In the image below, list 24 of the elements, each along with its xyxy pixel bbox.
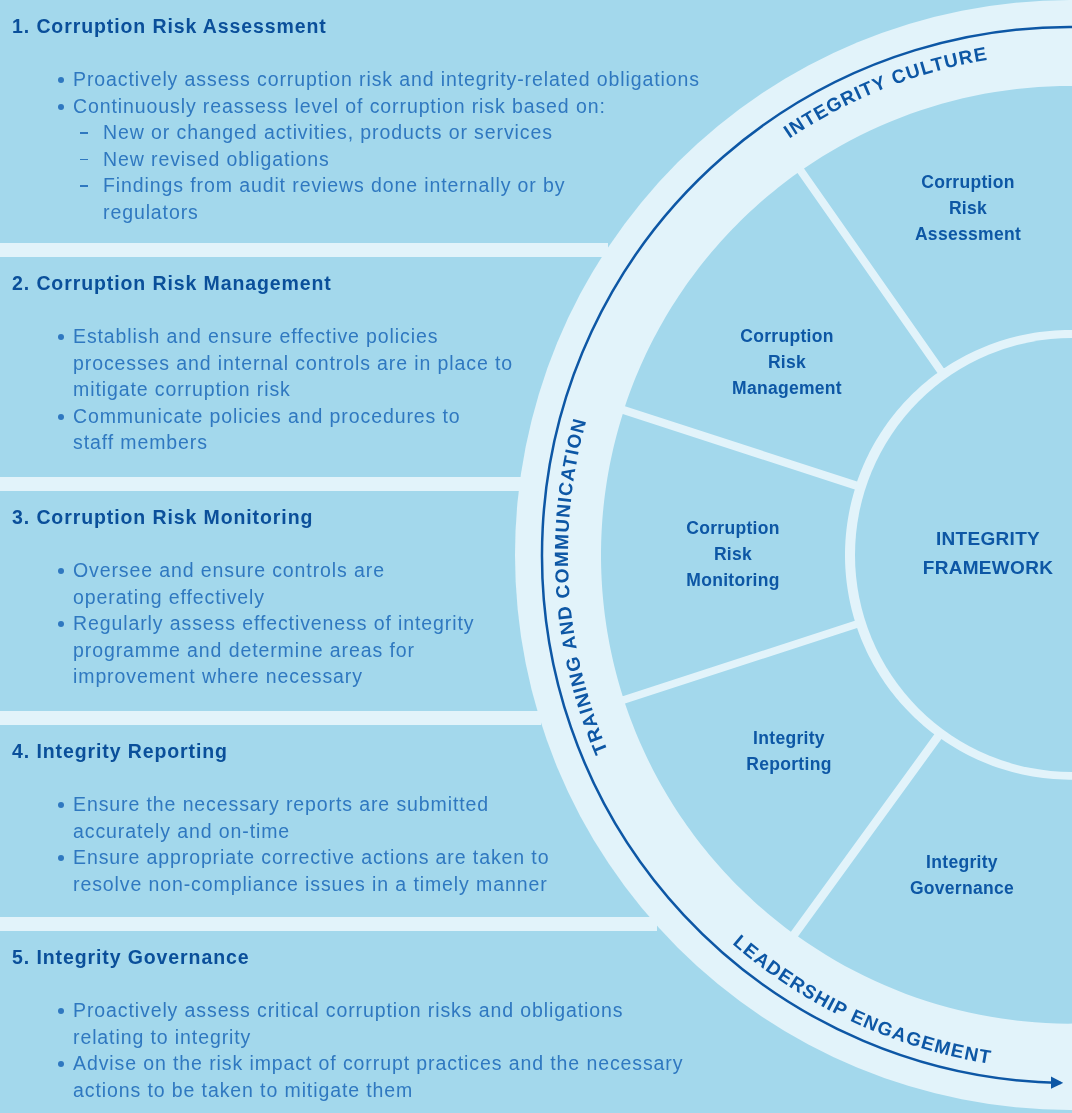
segment-label: Integrity Governance <box>908 851 1016 900</box>
segment-label: Corruption Risk Monitoring <box>685 517 781 592</box>
bullet-point: Ensure appropriate corrective actions are taken to resolve non-compliance issues in a timely manner <box>57 844 588 897</box>
section-heading: 2. Corruption Risk Management <box>12 271 332 296</box>
bullet-point: New or changed activities, products or services <box>80 119 553 146</box>
segment-label: Corruption Risk Assessment <box>913 171 1023 246</box>
bullet-point: New revised obligations <box>80 145 330 172</box>
hub-label: INTEGRITY FRAMEWORK <box>921 527 1055 580</box>
segment-label: Corruption Risk Management <box>731 325 843 400</box>
bullet-point: Oversee and ensure controls are operating effectively <box>57 557 408 610</box>
section-heading: 5. Integrity Governance <box>12 945 250 970</box>
bullet-point: Ensure the necessary reports are submitted accurately and on-time <box>57 791 528 844</box>
bullet-point: Proactively assess critical corruption risks and obligations relating to integrity <box>57 997 668 1050</box>
section-heading: 1. Corruption Risk Assessment <box>12 14 327 39</box>
segment-label: Integrity Reporting <box>745 727 833 776</box>
bullet-point: Advise on the risk impact of corrupt practices and the necessary actions to be taken to mitigate them <box>57 1050 738 1103</box>
section-heading: 3. Corruption Risk Monitoring <box>12 505 314 530</box>
bullet-point: Proactively assess corruption risk and integrity-related obligations <box>57 66 700 93</box>
bullet-point: Establish and ensure effective policies processes and internal controls are in place to mitigate corruption risk <box>57 323 523 403</box>
bullet-point: Findings from audit reviews done internally or by regulators <box>80 172 603 225</box>
section-heading: 4. Integrity Reporting <box>12 739 228 764</box>
bullet-point: Regularly assess effectiveness of integrity programme and determine areas for improvement where necessary <box>57 610 508 690</box>
bullet-point: Communicate policies and procedures to staff members <box>57 402 503 456</box>
bullet-point: Continuously reassess level of corruption risk based on: <box>57 92 606 119</box>
